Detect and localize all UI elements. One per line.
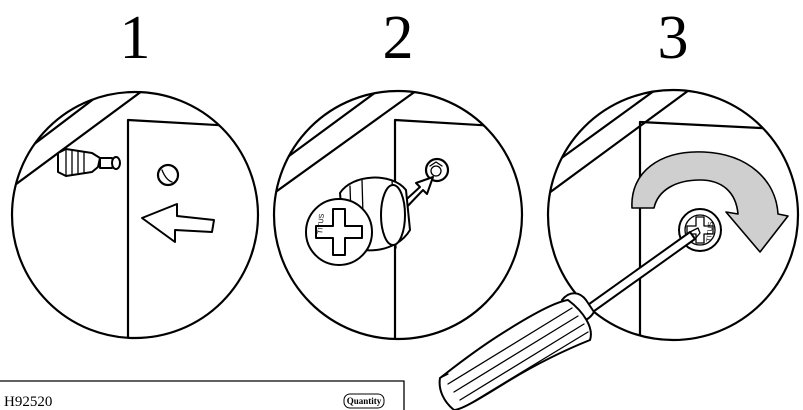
step-number-3: 3 <box>658 4 689 72</box>
cam-brand-label: TITUS <box>706 221 715 242</box>
dowel-hole <box>156 163 180 187</box>
quantity-label: Quantity <box>347 396 382 406</box>
rotate-clockwise-arrow-icon <box>631 151 789 253</box>
step-2-panel: TITUS <box>272 89 524 341</box>
screwdriver-icon <box>438 227 701 410</box>
quantity-label-box <box>343 393 385 409</box>
parts-label-box: H92520 Quantity <box>0 380 405 410</box>
step-1-panel <box>10 90 260 340</box>
cam-brand-label: TITUS <box>317 213 326 234</box>
insert-arrow-icon <box>141 203 215 243</box>
cam-bolt-icon <box>57 148 121 177</box>
cam-lock-icon: TITUS <box>305 176 411 266</box>
step-number-2: 2 <box>383 4 414 72</box>
part-code: H92520 <box>4 394 52 410</box>
step-number-1: 1 <box>120 4 151 72</box>
dowel-hole <box>424 157 450 183</box>
